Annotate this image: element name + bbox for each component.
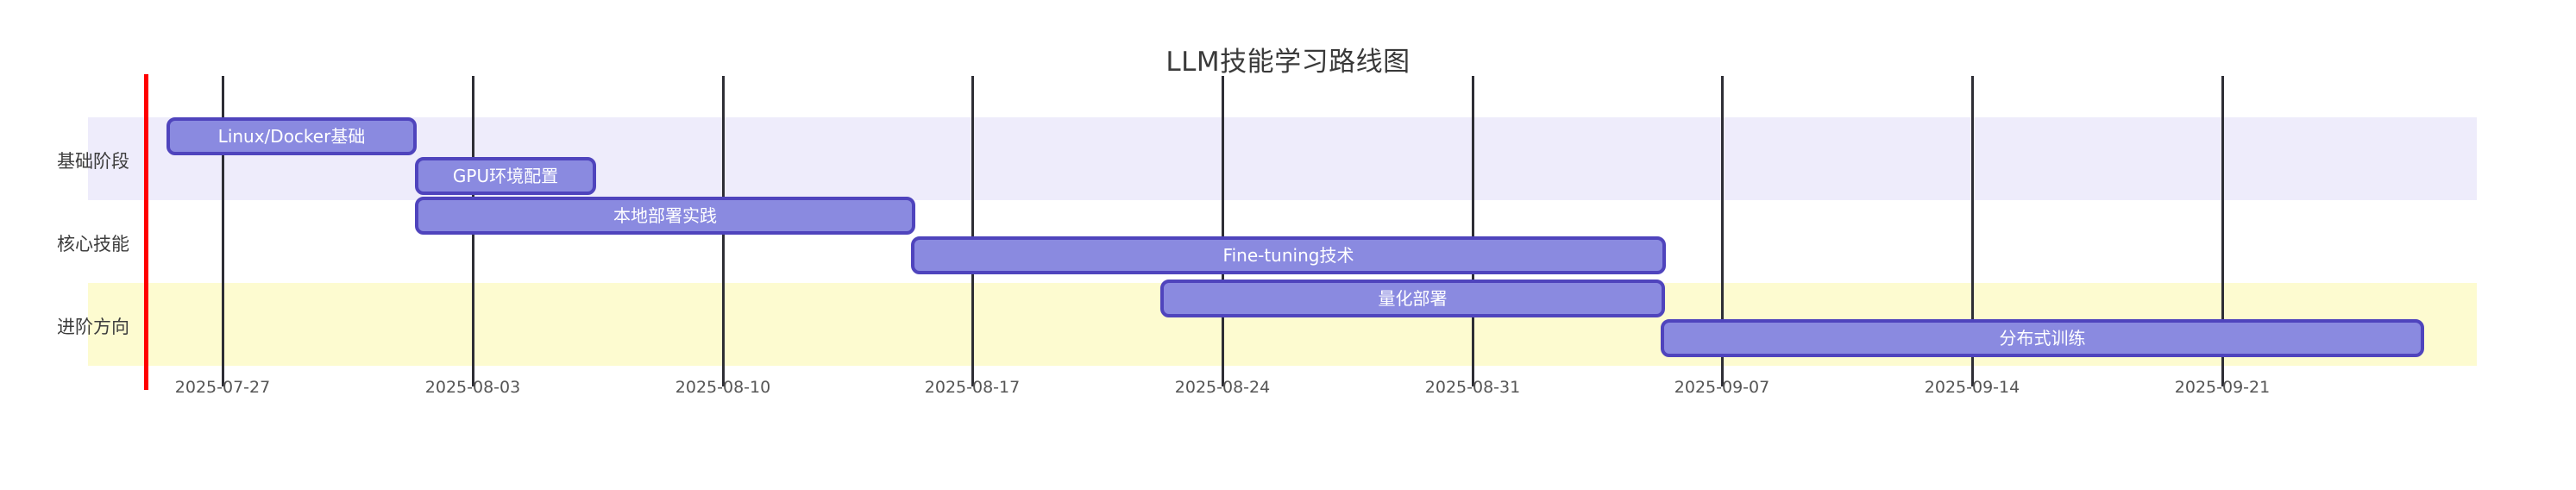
axis-tick-label: 2025-09-14	[1924, 378, 2020, 397]
today-line-marker	[144, 74, 148, 390]
page-title: LLM技能学习路线图	[1165, 47, 1411, 78]
section-label: 基础阶段	[57, 151, 129, 172]
section-label: 核心技能	[57, 234, 129, 254]
task-bar[interactable]: 本地部署实践	[415, 197, 915, 235]
axis-tick-label: 2025-08-24	[1174, 378, 1271, 397]
gridline	[1971, 76, 1974, 386]
task-bar-label: 分布式训练	[1999, 328, 2086, 349]
task-bar[interactable]: 分布式训练	[1661, 319, 2424, 357]
axis-tick-label: 2025-08-17	[924, 378, 1021, 397]
axis-tick-label: 2025-08-10	[675, 378, 771, 397]
section-label: 进阶方向	[57, 317, 129, 337]
task-bar-label: Linux/Docker基础	[217, 126, 366, 147]
gridline	[1721, 76, 1724, 386]
task-bar-label: Fine-tuning技术	[1222, 245, 1354, 266]
task-bar-label: GPU环境配置	[452, 166, 559, 186]
gridline	[1472, 76, 1474, 386]
axis-tick-label: 2025-07-27	[174, 378, 271, 397]
gridline	[222, 76, 224, 386]
task-bar-label: 本地部署实践	[613, 205, 717, 226]
task-bar-label: 量化部署	[1378, 288, 1448, 309]
axis-tick-label: 2025-09-21	[2174, 378, 2271, 397]
task-bar[interactable]: GPU环境配置	[415, 157, 596, 195]
axis-tick-label: 2025-08-03	[424, 378, 521, 397]
task-bar[interactable]: Fine-tuning技术	[911, 236, 1666, 274]
axis-tick-label: 2025-09-07	[1674, 378, 1770, 397]
axis-tick-label: 2025-08-31	[1424, 378, 1521, 397]
task-bar[interactable]: Linux/Docker基础	[166, 117, 417, 155]
gridline	[971, 76, 974, 386]
task-bar[interactable]: 量化部署	[1160, 280, 1665, 317]
gridline	[2221, 76, 2224, 386]
gridline	[1222, 76, 1224, 386]
